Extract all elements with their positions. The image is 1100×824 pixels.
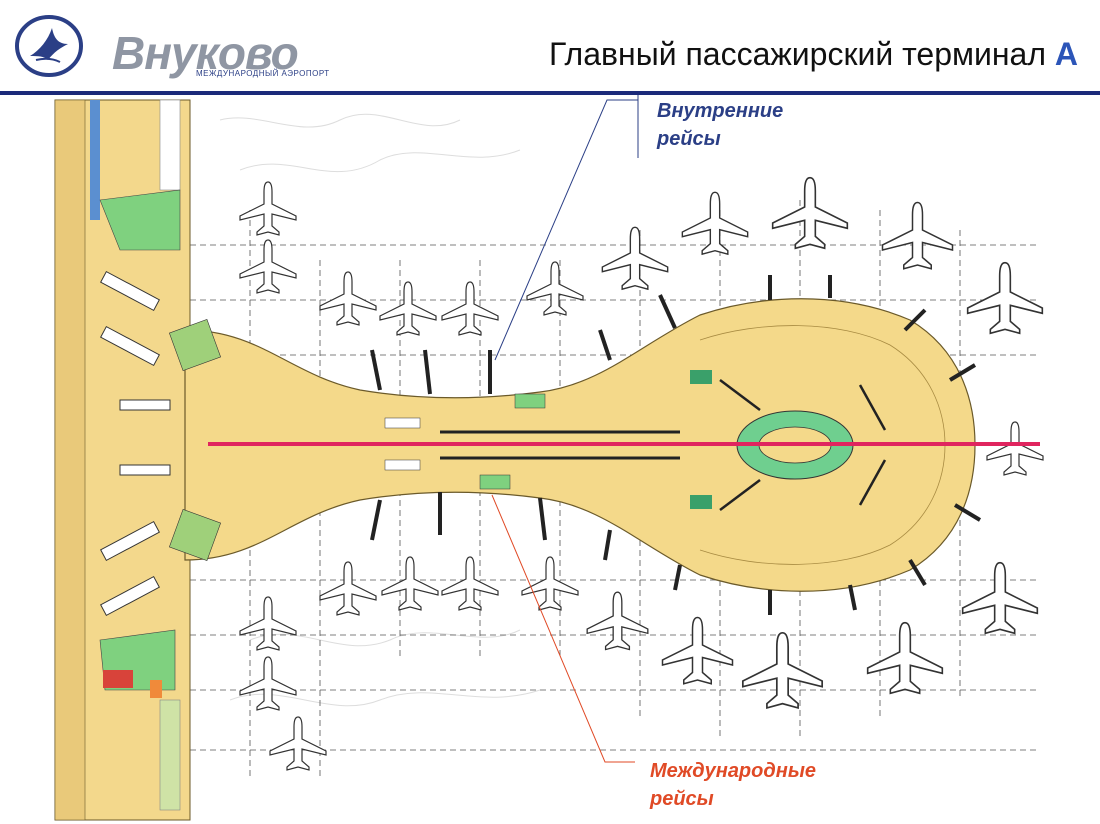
- airplane-icon: [881, 201, 954, 270]
- international-flights-label: Международные рейсы: [650, 757, 910, 813]
- airplane-icon: [601, 226, 669, 290]
- domestic-flights-label: Внутренние рейсы: [657, 97, 917, 153]
- domestic-label-line1: Внутренние: [657, 100, 784, 122]
- title-main: Главный пассажирский терминал: [549, 36, 1046, 72]
- title-letter: A: [1054, 36, 1078, 72]
- airplane-icon: [771, 176, 849, 250]
- brand-subtitle: МЕЖДУНАРОДНЫЙ АЭРОПОРТ: [196, 69, 330, 78]
- brand-name: Внуково: [112, 27, 299, 79]
- callout-leaders: [491, 95, 639, 763]
- landside-building: [54, 99, 191, 821]
- airplane-icon: [521, 556, 579, 611]
- airplane-icon: [986, 421, 1044, 476]
- airplane-icon: [319, 271, 377, 326]
- header-rule: [0, 91, 1100, 95]
- airplane-icon: [379, 281, 437, 336]
- airplane-icon: [866, 621, 944, 695]
- page-title: Главный пассажирский терминал A: [549, 36, 1078, 73]
- airplane-icon: [239, 239, 297, 294]
- airplane-icon: [966, 261, 1044, 335]
- airplane-icon: [239, 181, 297, 236]
- airplane-icon: [381, 556, 439, 611]
- airplane-icon: [661, 616, 734, 685]
- bird-logo-icon: [15, 15, 83, 77]
- landside-diagonal-blocks: [100, 270, 171, 617]
- slide-header: Внуково МЕЖДУНАРОДНЫЙ АЭРОПОРТ Главный п…: [0, 0, 1100, 92]
- airplane-icon: [269, 716, 327, 771]
- airplane-icon: [961, 561, 1039, 635]
- international-label-line2: рейсы: [650, 788, 714, 810]
- airplane-icon: [741, 631, 824, 709]
- terminal-floor-plan: [54, 95, 1044, 821]
- domestic-label-line2: рейсы: [657, 128, 721, 150]
- airplane-icon: [441, 556, 499, 611]
- airplane-icon: [526, 261, 584, 316]
- airplane-icon: [586, 591, 649, 651]
- airplane-icon: [239, 596, 297, 651]
- airplane-icon: [319, 561, 377, 616]
- international-label-line1: Международные: [650, 760, 817, 782]
- airplane-icon: [441, 281, 499, 336]
- jet-bridges: [370, 275, 982, 615]
- airplane-icon: [239, 656, 297, 711]
